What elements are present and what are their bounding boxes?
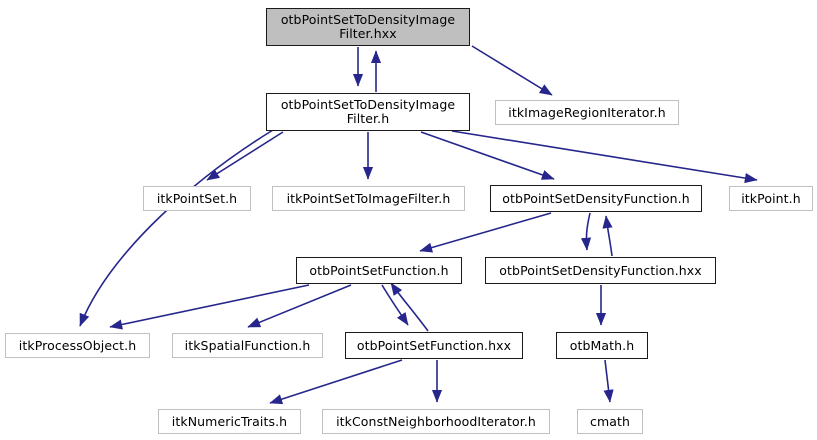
node-otb-point-set-density-function-hxx[interactable]: otbPointSetDensityFunction.hxx (485, 257, 716, 284)
node-otb-point-set-function-h[interactable]: otbPointSetFunction.h (296, 257, 462, 284)
node-otb-point-set-to-density-image-filter-h[interactable]: otbPointSetToDensityImage Filter.h (266, 93, 470, 131)
node-cmath[interactable]: cmath (577, 409, 643, 434)
node-itk-const-neighborhood-iterator-h[interactable]: itkConstNeighborhoodIterator.h (322, 409, 550, 434)
edge-point-set-function-h-to-itk-spatial-function (247, 284, 352, 328)
node-otb-point-set-function-hxx[interactable]: otbPointSetFunction.hxx (345, 332, 523, 359)
node-itk-point-set-to-image-filter-h[interactable]: itkPointSetToImageFilter.h (272, 186, 465, 211)
node-itk-process-object-h[interactable]: itkProcessObject.h (5, 333, 150, 358)
edge-filter-h-to-itk-point-set (206, 131, 284, 181)
node-otb-math-h[interactable]: otbMath.h (556, 332, 648, 359)
edge-point-set-function-h-to-itk-process-object (109, 284, 310, 330)
node-otb-point-set-density-function-h[interactable]: otbPointSetDensityFunction.h (490, 185, 702, 212)
edge-point-set-function-h-to-hxx (381, 284, 409, 326)
edge-density-function-hxx-to-h (602, 215, 613, 257)
edge-density-function-h-to-hxx (580, 212, 592, 251)
edge-otb-math-to-cmath (603, 359, 614, 403)
edge-filter-h-to-density-function-h (420, 131, 555, 180)
node-itk-point-set-h[interactable]: itkPointSet.h (143, 186, 251, 211)
node-itk-numeric-traits-h[interactable]: itkNumericTraits.h (158, 409, 301, 434)
edge-point-set-function-hxx-to-itk-numeric-traits (269, 359, 403, 405)
edge-density-function-h-to-point-set-function-h (419, 212, 552, 253)
node-itk-image-region-iterator-h[interactable]: itkImageRegionIterator.h (495, 100, 679, 125)
edge-point-set-function-hxx-to-h (390, 282, 429, 332)
node-itk-spatial-function-h[interactable]: itkSpatialFunction.h (172, 333, 323, 358)
node-otb-point-set-to-density-image-filter-hxx[interactable]: otbPointSetToDensityImage Filter.hxx (266, 8, 470, 46)
node-itk-point-h[interactable]: itkPoint.h (729, 186, 813, 211)
edge-root-to-image-region-iterator (471, 45, 553, 96)
edge-filter-h-to-itk-process-object (79, 129, 274, 327)
edge-filter-h-to-itk-point (451, 130, 758, 184)
